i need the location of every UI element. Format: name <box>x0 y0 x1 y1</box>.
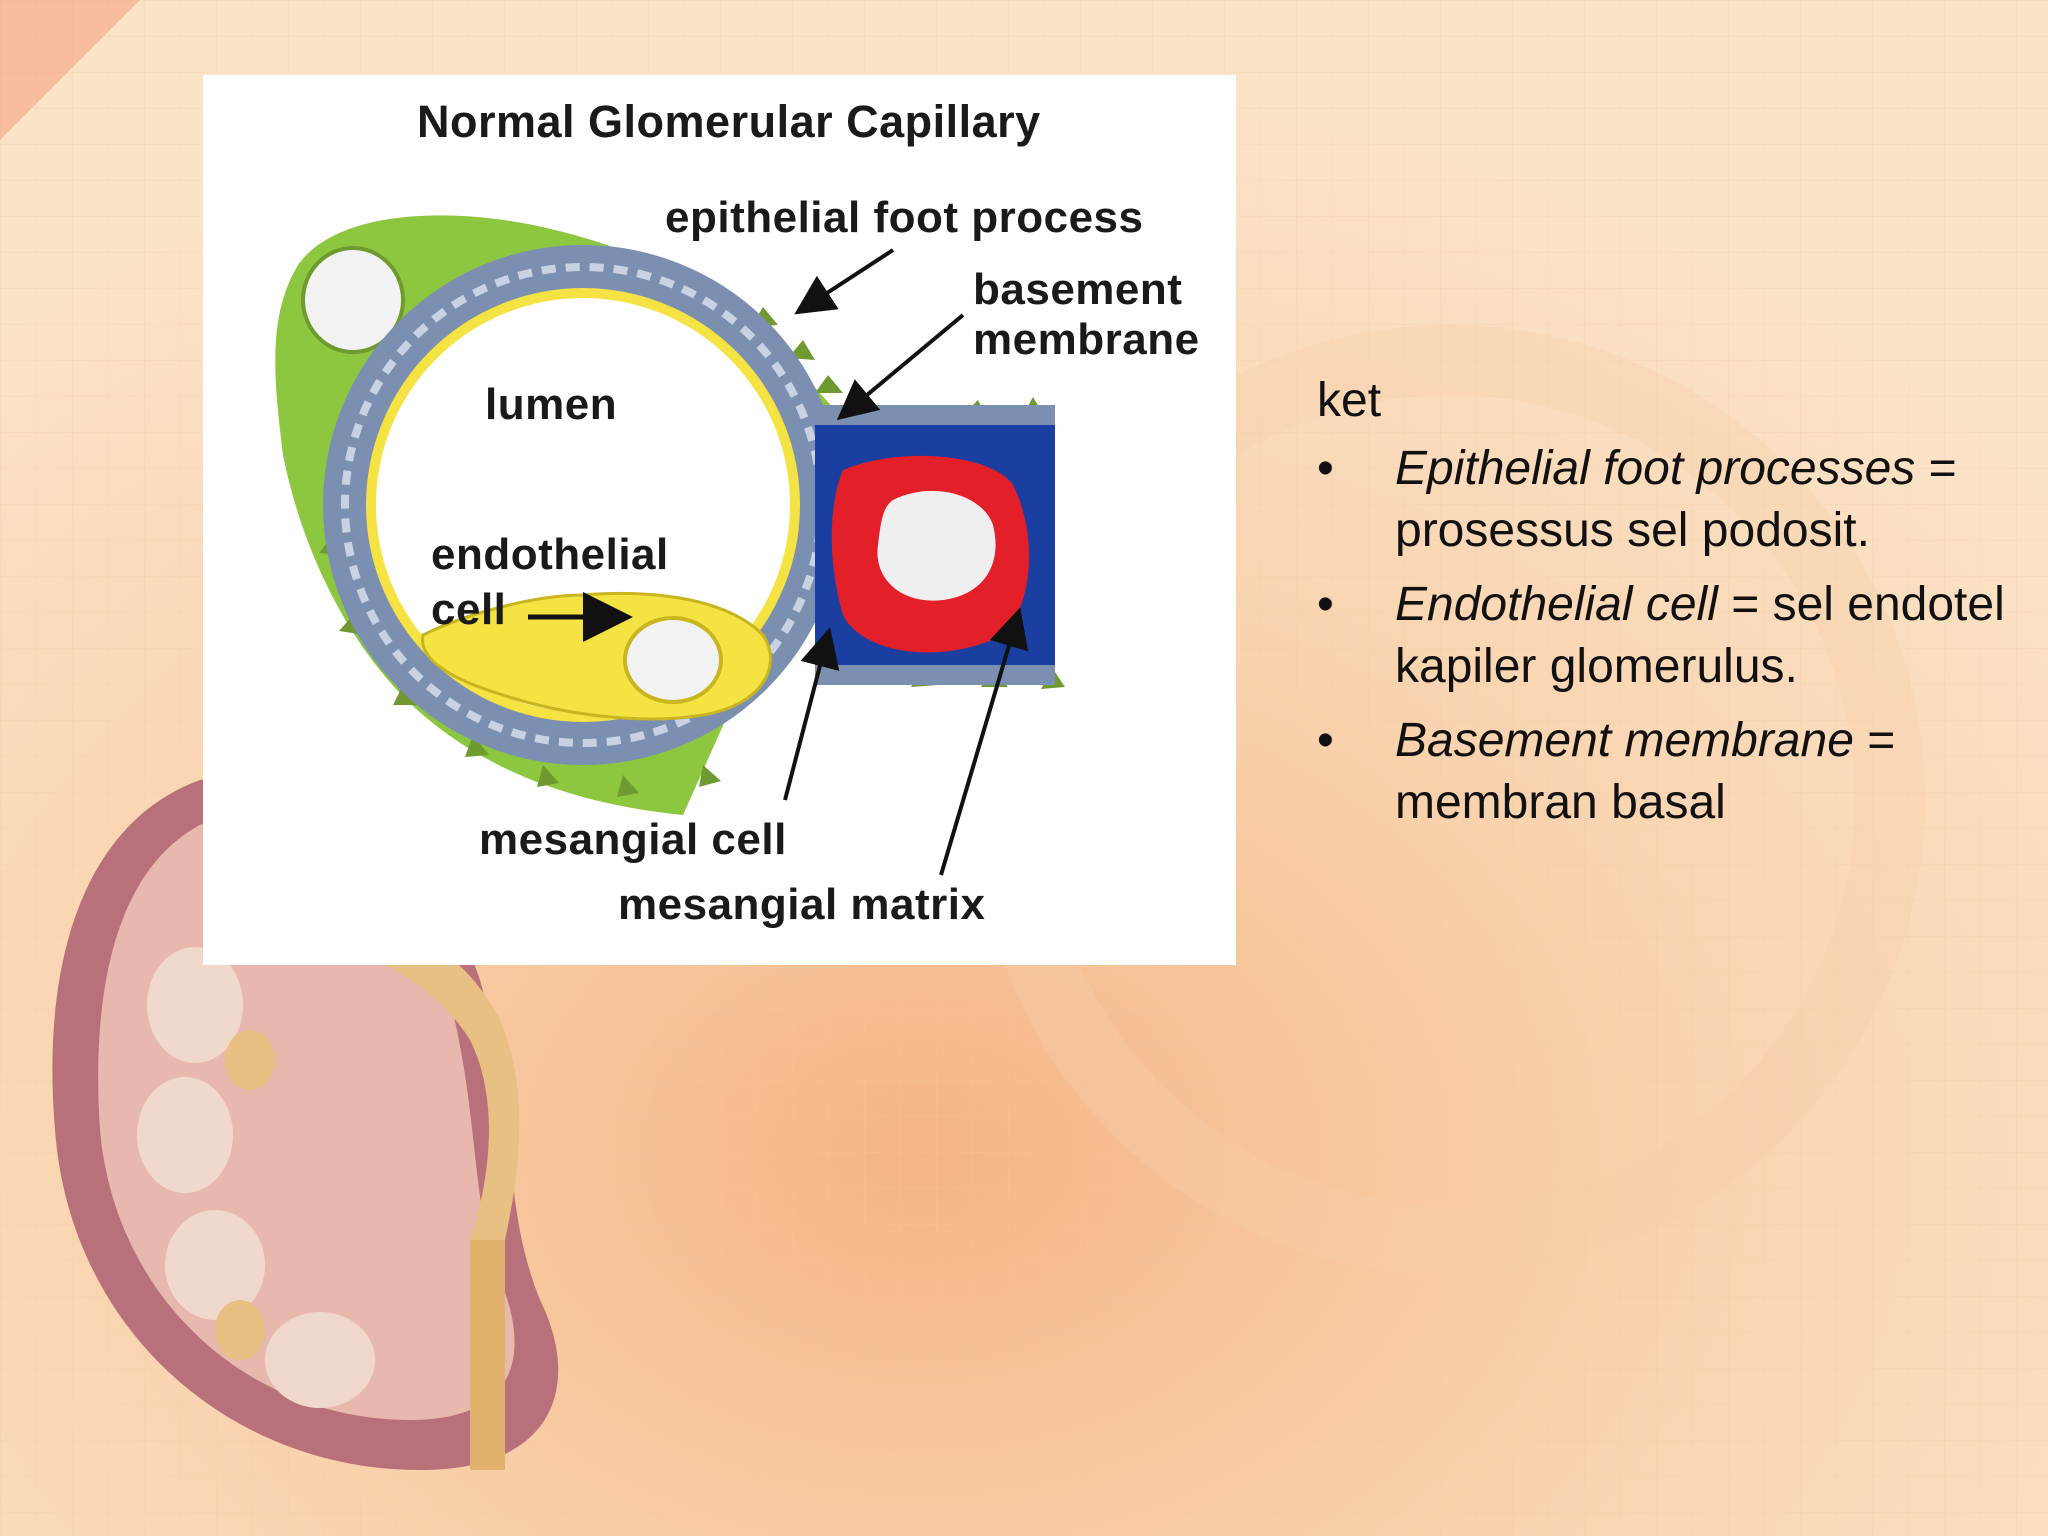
notes-bullet-item: • Basement membrane = membran basal <box>1317 710 2017 834</box>
label-basement-membrane-line1: basement <box>973 265 1183 314</box>
bullet-marker: • <box>1317 714 1334 767</box>
glomerular-capillary-diagram: Normal Glomerular Capillary epithelial f… <box>203 75 1236 965</box>
label-mesangial-cell: mesangial cell <box>479 815 787 864</box>
corner-accent <box>0 0 140 140</box>
notes-heading: ket <box>1317 374 1382 427</box>
bullet-definition: = membran basal <box>1395 714 1896 829</box>
notes-bullet-item: • Epithelial foot processes = prosessus … <box>1317 438 2017 562</box>
bullet-term: Endothelial cell <box>1395 578 1718 631</box>
bullet-definition: = sel endotel kapiler glomerulus. <box>1395 578 2005 693</box>
diagram-illustration <box>275 215 1065 876</box>
kidney-illustration <box>52 777 559 1470</box>
label-endothelial-cell-line2: cell <box>431 585 507 634</box>
bullet-marker: • <box>1317 442 1334 495</box>
label-epithelial-foot-process: epithelial foot process <box>665 193 1144 242</box>
label-basement-membrane-line2: membrane <box>973 315 1200 364</box>
diagram-title: Normal Glomerular Capillary <box>417 96 1041 147</box>
notes-bullet-item: • Endothelial cell = sel endotel kapiler… <box>1317 574 2017 698</box>
label-endothelial-cell-line1: endothelial <box>431 530 669 579</box>
bullet-definition: = prosessus sel podosit. <box>1395 442 1957 557</box>
label-mesangial-matrix: mesangial matrix <box>618 880 986 929</box>
bullet-term: Basement membrane <box>1395 714 1854 767</box>
bullet-term: Epithelial foot processes <box>1395 442 1916 495</box>
bullet-marker: • <box>1317 578 1334 631</box>
label-lumen: lumen <box>485 380 618 429</box>
notes-text-block: ket • Epithelial foot processes = proses… <box>1317 370 2017 846</box>
